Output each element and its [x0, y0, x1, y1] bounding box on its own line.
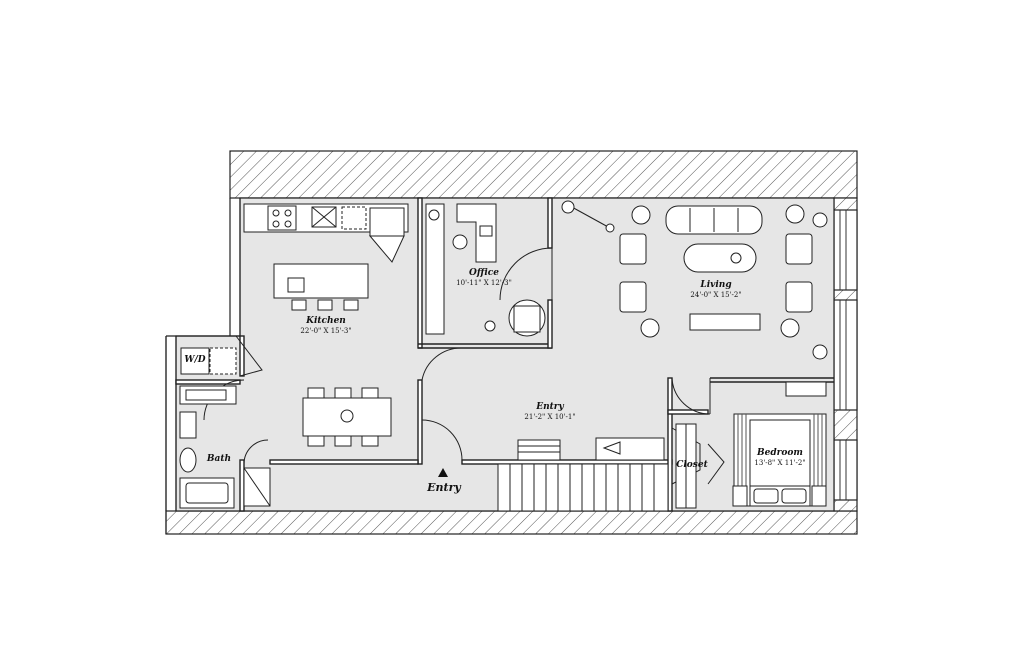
kitchen-counter: [243, 203, 409, 263]
label-closet: Closet: [676, 460, 708, 470]
room-dims-kitchen: 22'-0" X 15'-3": [300, 327, 352, 335]
room-label-bedroom: Bedroom 13'-8" X 11'-2": [742, 449, 818, 467]
interior-walls: [175, 197, 834, 512]
room-name-entry: Entry: [536, 402, 564, 412]
room-name-living: Living: [700, 280, 732, 290]
kitchen-island: [273, 263, 369, 311]
bedroom-furniture: [732, 381, 827, 507]
room-dims-living: 24'-0" X 15'-2": [690, 291, 742, 299]
windows: [839, 210, 847, 500]
office-furniture: [425, 203, 546, 337]
bath-fixtures: [179, 347, 271, 509]
label-wd: W/D: [184, 355, 206, 365]
entry-arrow-icon: [438, 468, 448, 477]
room-name-office: Office: [469, 268, 499, 278]
stairs: [497, 463, 669, 512]
room-label-kitchen: Kitchen 22'-0" X 15'-3": [288, 317, 364, 335]
room-dims-bedroom: 13'-8" X 11'-2": [754, 459, 806, 467]
label-bath: Bath: [206, 454, 232, 464]
room-label-entry: Entry 21'-2" X 10'-1": [512, 403, 588, 421]
room-label-office: Office 10'-11" X 12'-3": [446, 269, 522, 287]
closet: [675, 423, 697, 509]
dining-table: [302, 387, 392, 447]
room-dims-entry: 21'-2" X 10'-1": [524, 413, 576, 421]
room-dims-office: 10'-11" X 12'-3": [456, 279, 512, 287]
room-name-kitchen: Kitchen: [306, 316, 346, 326]
room-name-bedroom: Bedroom: [757, 448, 803, 458]
label-entry-door: Entry: [427, 481, 461, 494]
living-furniture: [428, 200, 828, 360]
room-label-living: Living 24'-0" X 15'-2": [678, 281, 754, 299]
entry-furniture: [517, 437, 665, 461]
